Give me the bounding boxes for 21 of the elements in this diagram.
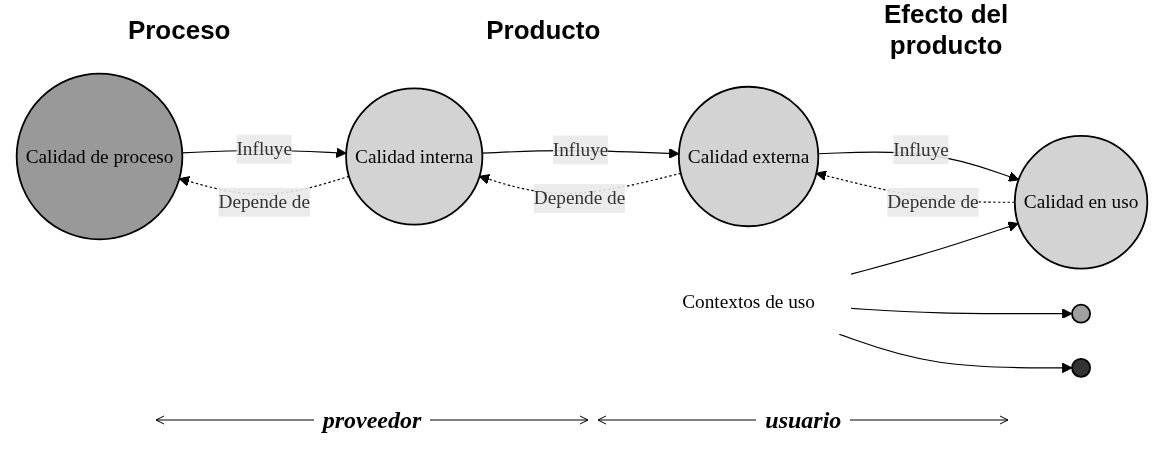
arrow bbox=[850, 307, 1073, 319]
node-circle: Calidad de proceso bbox=[15, 72, 184, 240]
edge-label: Depende de bbox=[218, 191, 310, 212]
edge-label: Influye bbox=[552, 138, 609, 160]
edge-label: Depende de bbox=[533, 187, 626, 208]
column-heading: Efecto del producto bbox=[882, 0, 1010, 61]
node-circle bbox=[1071, 357, 1091, 378]
node-circle: Calidad externa bbox=[677, 85, 820, 227]
node-text: Contextos de uso bbox=[682, 290, 815, 312]
node-circle: Calidad en uso bbox=[1013, 134, 1149, 270]
side-label: proveedor bbox=[322, 406, 422, 434]
node-circle bbox=[1071, 303, 1091, 324]
edge-label: Influye bbox=[236, 138, 293, 159]
edge-label: Influye bbox=[893, 138, 949, 160]
arrow bbox=[838, 333, 1073, 373]
arrow bbox=[850, 221, 1019, 275]
side-label: usuario bbox=[765, 406, 842, 434]
edge-label: Depende de bbox=[887, 191, 979, 212]
column-heading: Producto bbox=[486, 14, 601, 46]
node-circle: Calidad interna bbox=[345, 87, 484, 226]
column-heading: Proceso bbox=[127, 14, 231, 46]
